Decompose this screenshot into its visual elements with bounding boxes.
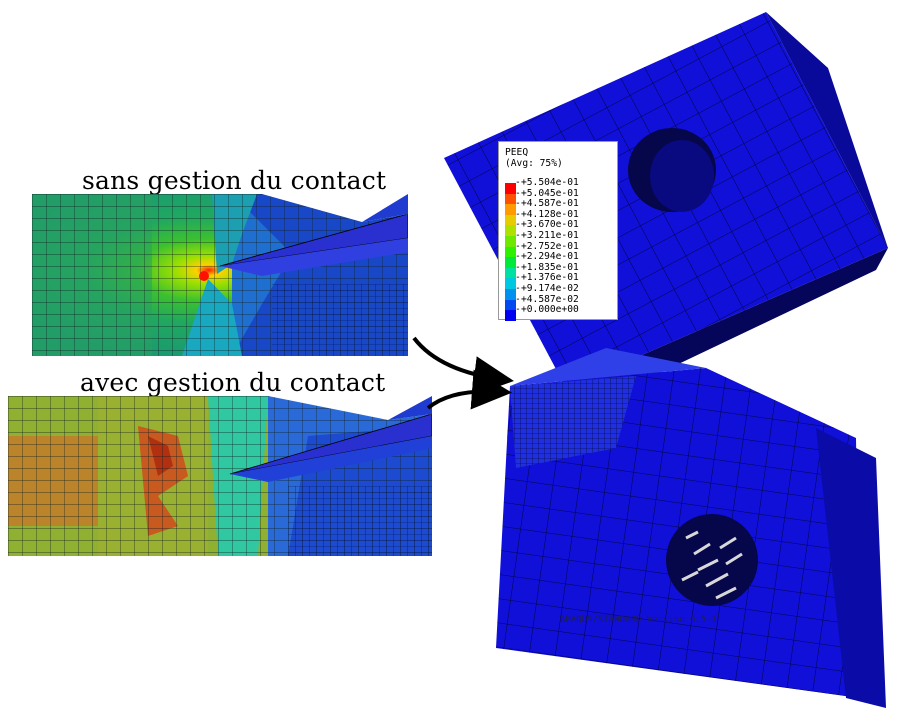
legend-value: +3.211e-01 [515, 230, 579, 241]
legend-swatch [505, 310, 516, 321]
legend-swatch [505, 183, 516, 194]
caption-avec-contact: avec gestion du contact [80, 368, 386, 397]
legend-swatch [505, 257, 516, 268]
zoom-panel-without-contact [32, 194, 408, 356]
caption-sans-contact: sans gestion du contact [82, 166, 387, 195]
legend-swatch [505, 299, 516, 311]
legend-value: +4.587e-02 [515, 294, 579, 305]
legend-value: +4.587e-01 [515, 198, 579, 209]
legend-value: +2.752e-01 [515, 241, 579, 252]
legend-value: +5.045e-01 [515, 188, 579, 199]
legend-value: +0.000e+00 [515, 304, 579, 315]
legend-swatch [505, 214, 516, 226]
legend-swatch [505, 193, 516, 205]
zoom-panel-with-contact [8, 396, 432, 556]
legend-value: +1.835e-01 [515, 262, 579, 273]
legend-value: +1.376e-01 [515, 272, 579, 283]
legend-swatch [505, 267, 516, 279]
legend-swatch [505, 278, 516, 289]
abaqus-version-text: ABAQUS/STANDARD Version 6.5-1 [560, 615, 718, 625]
legend-swatch [505, 225, 516, 236]
legend-title: PEEQ [505, 147, 529, 158]
legend-swatch [505, 288, 516, 300]
legend-value: +4.128e-01 [515, 209, 579, 220]
legend-value: +5.504e-01 [515, 177, 579, 188]
legend-value: +3.670e-01 [515, 219, 579, 230]
fe-model-3d-view [436, 8, 899, 711]
legend-swatch [505, 235, 516, 247]
legend-value: +9.174e-02 [515, 283, 579, 294]
legend-swatch [505, 204, 516, 215]
legend-subtitle: (Avg: 75%) [505, 158, 563, 169]
legend-swatch [505, 246, 516, 258]
legend-value: +2.294e-01 [515, 251, 579, 262]
peeq-legend: PEEQ (Avg: 75%) +5.504e-01 +5.045e-01 +4… [498, 141, 618, 321]
